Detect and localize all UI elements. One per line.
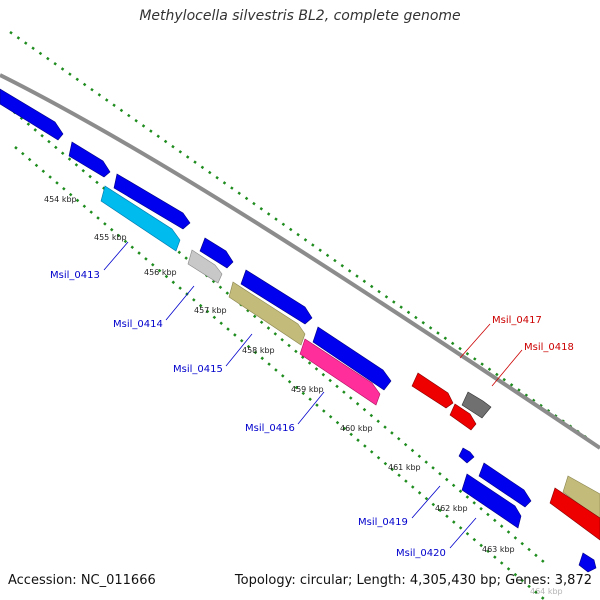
gene-arrow-msil-0417[interactable] xyxy=(411,372,454,409)
tick-row-middle xyxy=(0,99,546,564)
genome-backbone xyxy=(0,73,600,450)
gene-arrow[interactable] xyxy=(562,475,600,521)
leader-line-msil-0413 xyxy=(103,241,129,271)
kbp-label: 456 kbp xyxy=(144,268,177,277)
tick-rows xyxy=(0,30,591,600)
genome-stats-text: Topology: circular; Length: 4,305,430 bp… xyxy=(234,573,592,588)
kbp-label: 464 kbp xyxy=(530,587,563,596)
leader-line-msil-0420 xyxy=(449,517,477,549)
gene-label-msil-0420[interactable]: Msil_0420 xyxy=(396,548,446,559)
kbp-label: 461 kbp xyxy=(388,463,421,472)
gene-arrow[interactable] xyxy=(0,88,64,141)
leader-line-msil-0414 xyxy=(165,285,195,321)
gene-arrow[interactable] xyxy=(68,141,111,178)
gene-arrow[interactable] xyxy=(578,552,597,573)
gene-arrow-msil-0414[interactable] xyxy=(187,249,223,284)
gene-arrow-msil-0413[interactable] xyxy=(100,185,181,252)
gene-arrow[interactable] xyxy=(312,326,392,391)
gene-arrow-msil-0415[interactable] xyxy=(228,281,306,346)
map-title: Methylocella silvestris BL2, complete ge… xyxy=(139,8,461,24)
kbp-label: 455 kbp xyxy=(94,233,127,242)
gene-arrow-msil-0416[interactable] xyxy=(299,338,381,406)
gene-arrow[interactable] xyxy=(199,237,234,269)
label-leaders xyxy=(103,241,523,549)
gene-arrow[interactable] xyxy=(549,487,600,541)
leader-line-msil-0417 xyxy=(459,323,491,359)
gene-label-msil-0414[interactable]: Msil_0414 xyxy=(113,319,163,330)
gene-labels: Msil_0413 Msil_0414 Msil_0415 Msil_0416 … xyxy=(50,270,574,559)
leader-line-msil-0416 xyxy=(297,391,325,425)
kbp-label: 459 kbp xyxy=(291,385,324,394)
gene-label-msil-0418[interactable]: Msil_0418 xyxy=(524,342,574,353)
accession-text: Accession: NC_011666 xyxy=(8,573,156,588)
gene-label-msil-0413[interactable]: Msil_0413 xyxy=(50,270,100,281)
tick-row-outer xyxy=(9,30,591,442)
gene-arrow[interactable] xyxy=(113,173,191,230)
gene-arrow[interactable] xyxy=(458,447,475,464)
gene-track xyxy=(0,88,600,573)
gene-label-msil-0415[interactable]: Msil_0415 xyxy=(173,364,223,375)
gene-arrow[interactable] xyxy=(461,391,492,419)
gene-label-msil-0417[interactable]: Msil_0417 xyxy=(492,315,542,326)
kbp-label: 458 kbp xyxy=(242,346,275,355)
gene-arrow-msil-0418[interactable] xyxy=(449,403,477,431)
kbp-labels: 454 kbp 455 kbp 456 kbp 457 kbp 458 kbp … xyxy=(44,195,563,596)
leader-line-msil-0415 xyxy=(225,333,253,367)
tick-row-inner xyxy=(14,146,546,600)
kbp-label: 463 kbp xyxy=(482,545,515,554)
kbp-label: 462 kbp xyxy=(435,504,468,513)
gene-arrow[interactable] xyxy=(240,269,313,325)
gene-label-msil-0416[interactable]: Msil_0416 xyxy=(245,423,295,434)
gene-arrow-msil-0420[interactable] xyxy=(461,473,522,529)
gene-arrow-msil-0419[interactable] xyxy=(478,462,532,508)
kbp-label: 460 kbp xyxy=(340,424,373,433)
leader-line-msil-0419 xyxy=(411,485,441,519)
kbp-label: 454 kbp xyxy=(44,195,77,204)
gene-label-msil-0419[interactable]: Msil_0419 xyxy=(358,517,408,528)
leader-line-msil-0418 xyxy=(491,349,523,387)
kbp-label: 457 kbp xyxy=(194,306,227,315)
